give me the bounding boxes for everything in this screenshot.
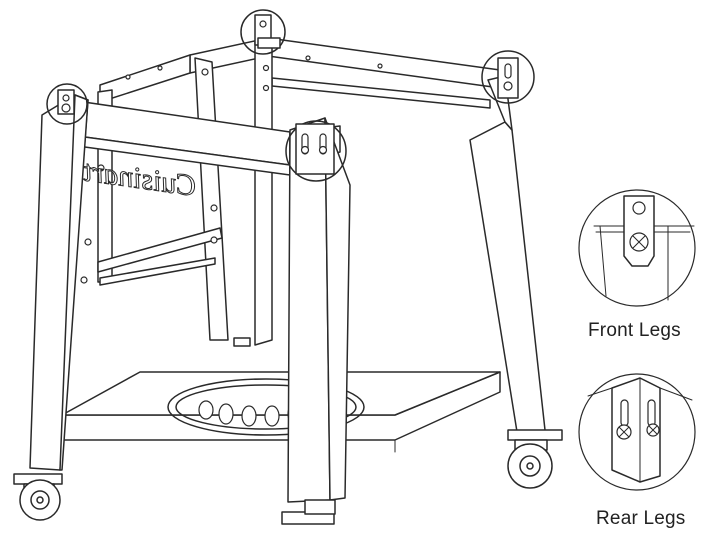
corner-bracket-front-right — [285, 120, 347, 182]
corner-bracket-top-right — [481, 50, 535, 104]
caster-front-right — [281, 499, 336, 525]
corner-bracket-top-left — [46, 83, 88, 125]
caster-rear-right — [507, 429, 563, 489]
front-legs-caption: Front Legs — [588, 320, 681, 341]
rear-legs-detail-callout — [578, 373, 696, 491]
rear-legs-caption: Rear Legs — [596, 508, 686, 529]
front-right-leg — [287, 117, 351, 503]
caster-front-left — [13, 473, 63, 521]
corner-bracket-top-back — [240, 9, 286, 55]
front-left-leg — [29, 94, 89, 471]
bottom-shelf — [61, 371, 501, 453]
front-legs-detail-callout — [578, 189, 696, 307]
